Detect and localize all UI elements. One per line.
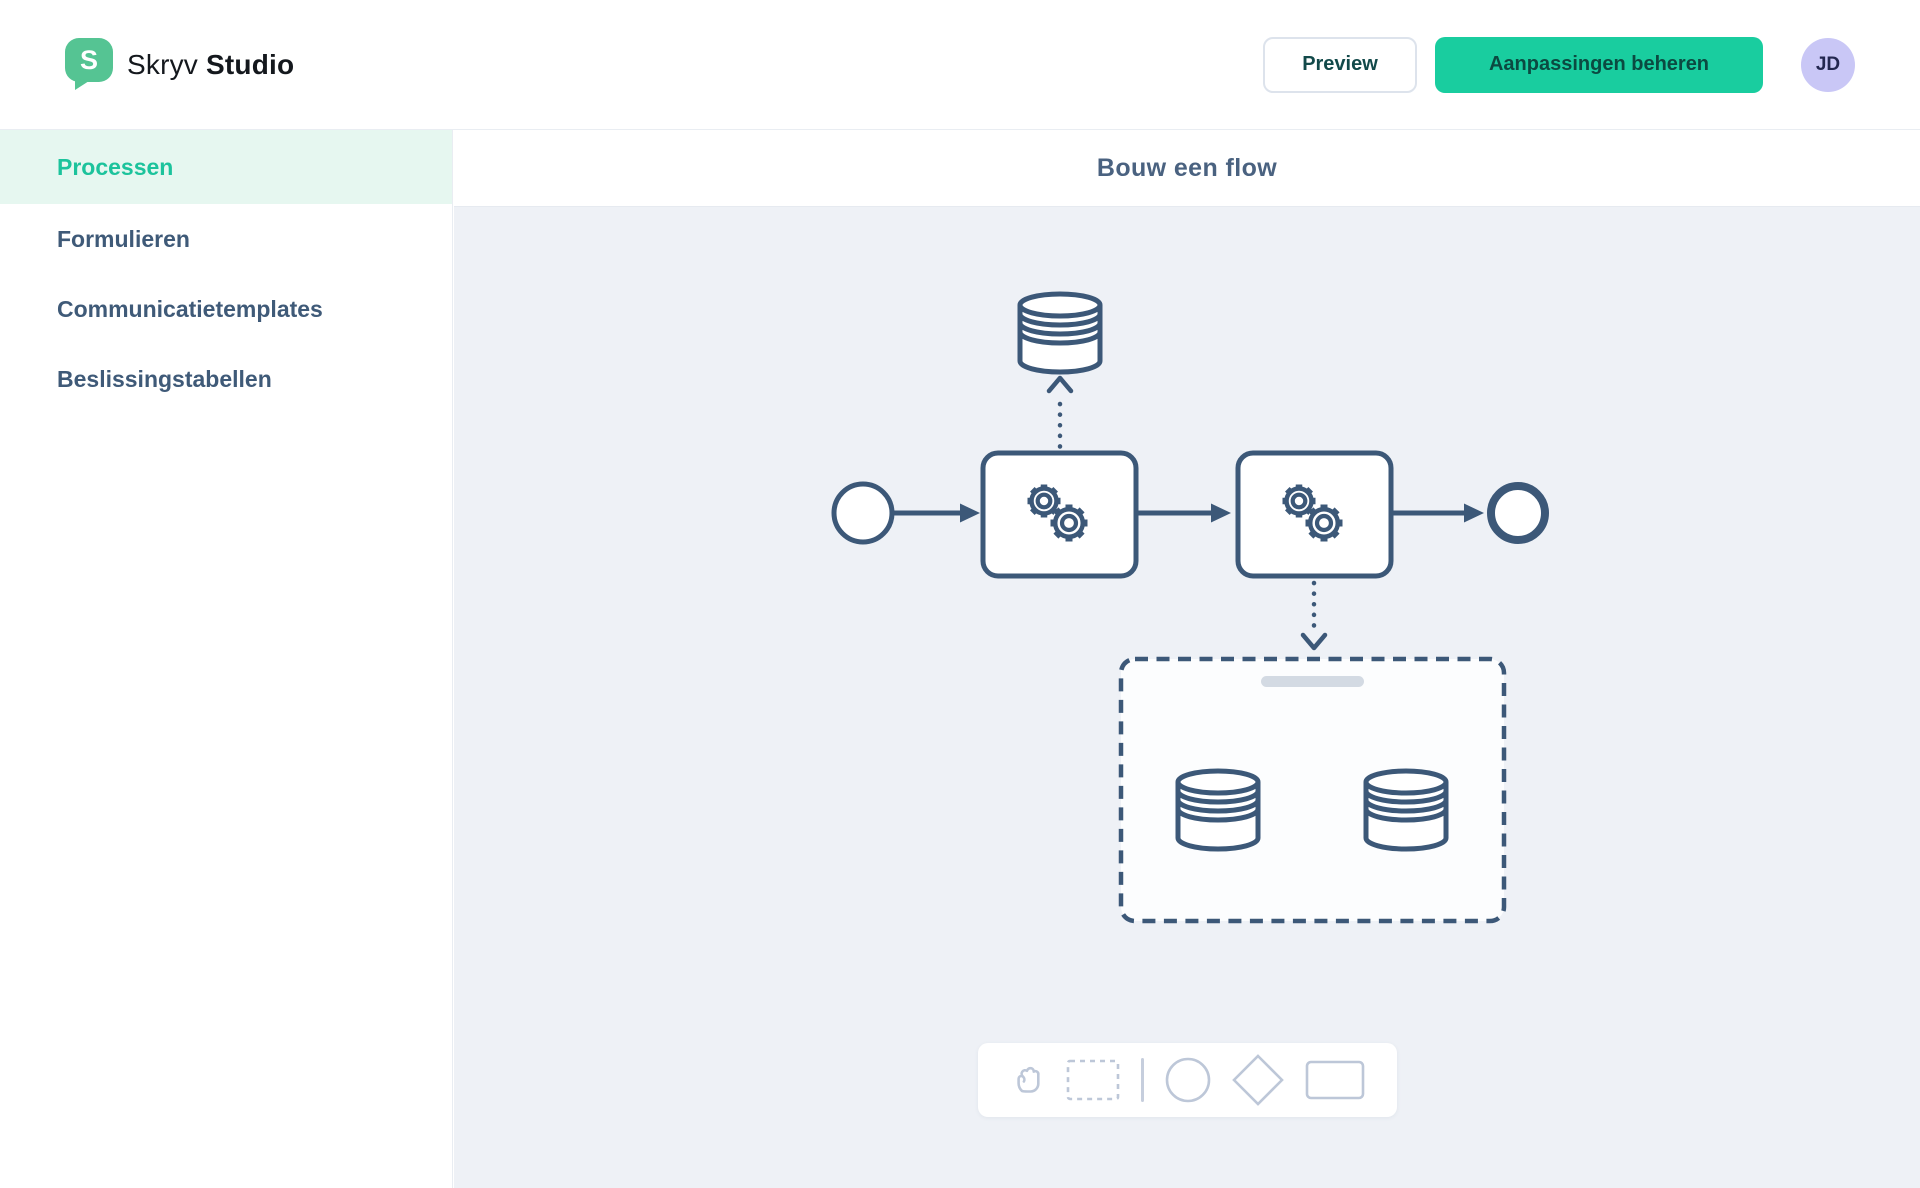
end-event-node[interactable] bbox=[1487, 482, 1549, 544]
database-icon bbox=[1020, 294, 1100, 372]
topbar-actions: Preview Aanpassingen beheren JD bbox=[1263, 36, 1855, 93]
database-icon[interactable] bbox=[1178, 771, 1258, 849]
database-icon[interactable] bbox=[1366, 771, 1446, 849]
marquee-rectangle-icon bbox=[1066, 1059, 1119, 1101]
data-store-top-node[interactable] bbox=[1020, 294, 1100, 372]
flow-diagram bbox=[831, 207, 1549, 924]
flow-task2-to-end bbox=[1393, 503, 1484, 523]
flow-start-to-task1 bbox=[892, 503, 980, 523]
brand-logo[interactable]: S Skryv Studio bbox=[65, 38, 294, 91]
circle-shape-tool-button[interactable] bbox=[1165, 1057, 1211, 1103]
preview-button[interactable]: Preview bbox=[1263, 36, 1417, 93]
sidebar-item-processen[interactable]: Processen bbox=[0, 130, 452, 204]
brand-name-bold: Studio bbox=[205, 48, 295, 80]
rectangle-shape-icon bbox=[1305, 1060, 1364, 1100]
service-task-1-node[interactable] bbox=[980, 450, 1139, 579]
flow-canvas[interactable] bbox=[454, 207, 1920, 1188]
service-task-2-node[interactable] bbox=[1235, 450, 1394, 579]
content-header: Bouw een flow bbox=[454, 130, 1920, 207]
grab-tool-button[interactable] bbox=[1011, 1063, 1045, 1097]
sidebar-item-communicatietemplates[interactable]: Communicatietemplates bbox=[57, 296, 323, 322]
diamond-shape-icon bbox=[1231, 1054, 1284, 1106]
association-task2-group bbox=[1300, 580, 1328, 651]
shape-palette bbox=[978, 1043, 1397, 1117]
rectangle-shape-tool-button[interactable] bbox=[1305, 1060, 1365, 1100]
association-task1-datastore bbox=[1046, 375, 1074, 451]
palette-divider bbox=[1140, 1058, 1144, 1102]
grab-hand-icon bbox=[1016, 1066, 1040, 1093]
sidebar-item-formulieren[interactable]: Formulieren bbox=[57, 226, 190, 252]
topbar: S Skryv Studio Preview Aanpassingen behe… bbox=[0, 0, 1920, 130]
sidebar: Processen Formulieren Communicatietempla… bbox=[0, 130, 453, 1188]
skryv-logo-icon: S bbox=[65, 38, 113, 90]
start-event-node[interactable] bbox=[831, 481, 895, 545]
marquee-select-tool-button[interactable] bbox=[1066, 1059, 1120, 1101]
logo-letter: S bbox=[80, 45, 98, 75]
brand-name: Skryv Studio bbox=[127, 49, 294, 81]
user-avatar[interactable]: JD bbox=[1801, 37, 1855, 92]
sidebar-item-beslissingstabellen[interactable]: Beslissingstabellen bbox=[57, 366, 272, 392]
brand-name-regular: Skryv bbox=[127, 48, 198, 80]
page-title: Bouw een flow bbox=[1096, 153, 1278, 182]
diamond-shape-tool-button[interactable] bbox=[1231, 1054, 1284, 1106]
manage-changes-button[interactable]: Aanpassingen beheren bbox=[1435, 36, 1763, 93]
flow-task1-to-task2 bbox=[1138, 503, 1231, 523]
group-title-placeholder bbox=[1261, 676, 1364, 687]
group-container-node[interactable] bbox=[1118, 656, 1507, 924]
circle-shape-icon bbox=[1165, 1057, 1210, 1103]
